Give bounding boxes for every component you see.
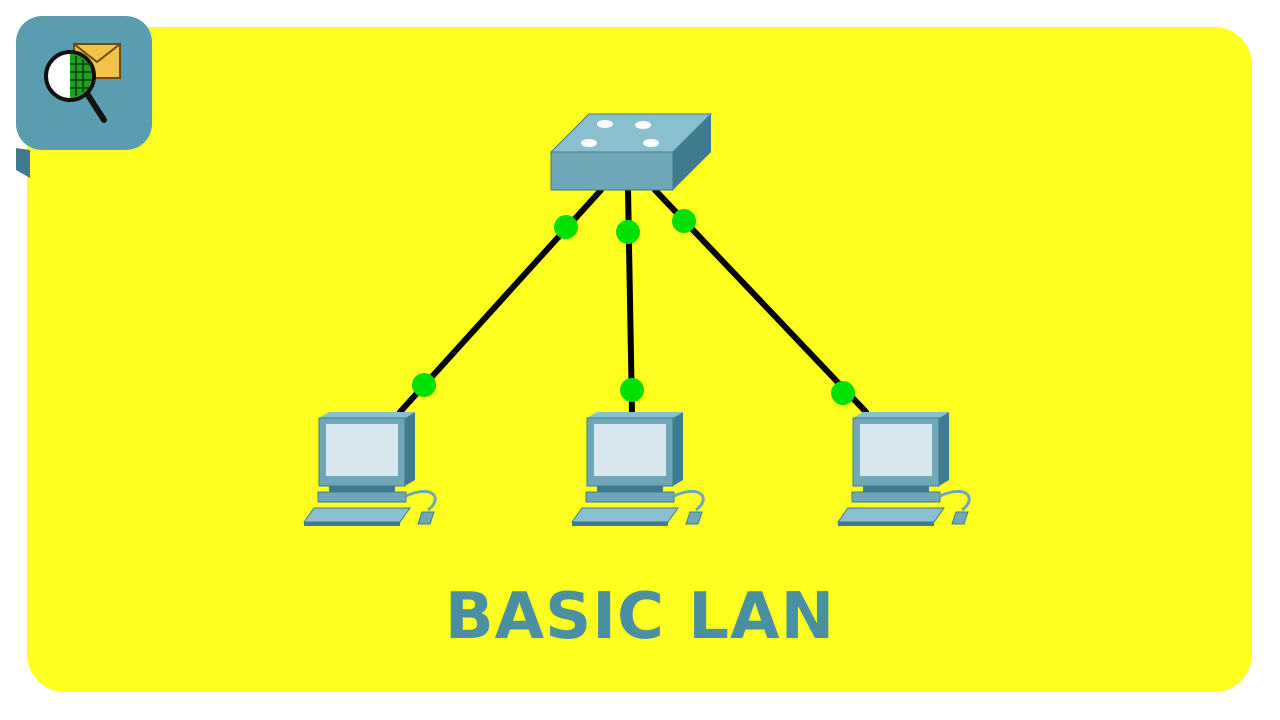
mouse <box>951 511 969 525</box>
link-light-2-switch-end <box>616 220 640 244</box>
switch-port-light-3 <box>581 139 597 147</box>
desktop-computer-icon <box>571 412 705 526</box>
mouse <box>417 511 435 525</box>
switch-port-light-2 <box>635 121 651 129</box>
monitor-stand <box>863 486 929 492</box>
system-unit <box>851 491 941 503</box>
envelope-flap <box>73 43 121 64</box>
monitor-screen <box>326 424 398 476</box>
switch-port-light-1 <box>597 120 613 128</box>
monitor-stand <box>597 486 663 492</box>
magnifier-envelope-logo-icon <box>44 43 121 123</box>
monitor-top <box>853 412 949 418</box>
monitor-stand <box>329 486 395 492</box>
badge-shadow <box>16 148 30 178</box>
link-light-1-switch-end <box>554 215 578 239</box>
link-light-2-pc-end <box>620 378 644 402</box>
network-switch-icon <box>549 113 713 191</box>
monitor-screen <box>594 424 666 476</box>
link-light-3-pc-end <box>831 381 855 405</box>
monitor-side <box>405 412 415 486</box>
keyboard-edge <box>572 522 668 526</box>
system-unit <box>317 491 407 503</box>
system-unit <box>585 491 675 503</box>
mouse-cord <box>405 490 437 512</box>
switch-front <box>550 151 674 191</box>
computers-layer <box>303 412 971 526</box>
monitor-top <box>319 412 415 418</box>
monitor-side <box>673 412 683 486</box>
keyboard <box>837 507 945 523</box>
mouse <box>685 511 703 525</box>
desktop-computer-icon <box>303 412 437 526</box>
keyboard <box>303 507 411 523</box>
keyboard-edge <box>838 522 934 526</box>
monitor-top <box>587 412 683 418</box>
switch-port-light-4 <box>643 139 659 147</box>
diagram-title: BASIC LAN <box>445 580 835 654</box>
logo-badge <box>16 16 152 178</box>
mouse-cord <box>673 490 705 512</box>
keyboard-edge <box>304 522 400 526</box>
magnifier-handle <box>83 89 107 123</box>
monitor-side <box>939 412 949 486</box>
link-light-3-switch-end <box>672 209 696 233</box>
desktop-computer-icon <box>837 412 971 526</box>
link-light-1-pc-end <box>412 373 436 397</box>
keyboard <box>571 507 679 523</box>
switch-side <box>673 114 711 190</box>
monitor-screen <box>860 424 932 476</box>
links-layer <box>397 187 869 415</box>
mouse-cord <box>939 490 971 512</box>
